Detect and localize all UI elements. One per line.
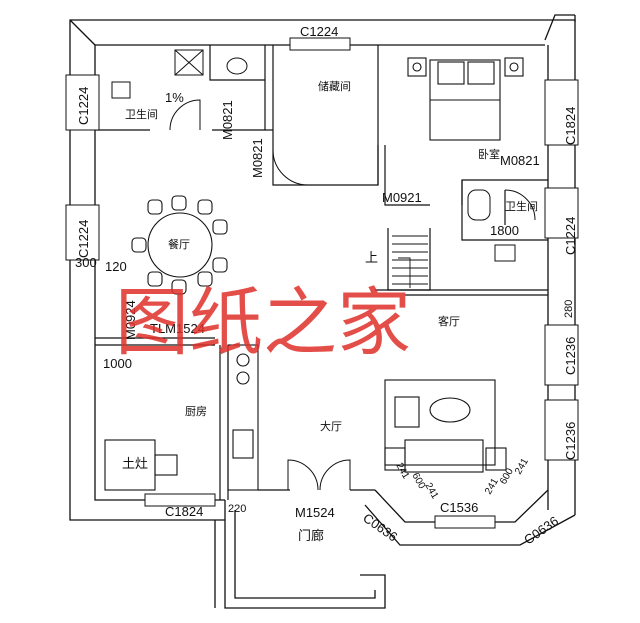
sofa-set [384, 379, 507, 473]
window-c1224-right: C1224 [563, 217, 578, 255]
window-c0636-left: C0636 [360, 510, 400, 544]
room-labels: 卫生间 储藏间 卧室 卫生间 餐厅 厨房 客厅 大厅 门廊 土灶 [122, 79, 538, 544]
window-c1236-right-a: C1236 [563, 337, 578, 375]
dim-300: 300 [75, 255, 97, 270]
window-c1824-bottom: C1824 [165, 504, 203, 519]
window-c1536-bottom: C1536 [440, 500, 478, 515]
window-c1224-left-top: C1224 [76, 87, 91, 125]
room-bathroom-2: 卫生间 [505, 199, 538, 213]
room-stove: 土灶 [122, 457, 148, 472]
bathroom-fixtures [111, 49, 516, 262]
dim-280: 280 [563, 300, 575, 318]
dining-table [131, 195, 228, 295]
window-c0636-right: C0636 [521, 513, 561, 547]
room-kitchen: 厨房 [185, 405, 207, 418]
door-m0821-bath: M0821 [220, 100, 235, 140]
dim-120: 120 [105, 259, 127, 274]
door-m0821-bedroom: M0821 [500, 153, 540, 168]
window-openings [65, 37, 579, 529]
window-tlm1524: TLM1524 [150, 321, 205, 336]
kitchen-counter [104, 344, 259, 491]
room-dining: 餐厅 [168, 237, 190, 251]
door-m0921: M0921 [382, 190, 422, 205]
dim-1000: 1000 [103, 356, 132, 371]
window-c1236-right-b: C1236 [563, 422, 578, 460]
room-hall: 大厅 [320, 419, 342, 433]
room-storage: 储藏间 [318, 79, 351, 93]
room-bedroom: 卧室 [478, 147, 500, 161]
window-c1224-top: C1224 [300, 24, 338, 39]
door-m1524: M1524 [295, 505, 335, 520]
room-porch: 门廊 [298, 528, 324, 544]
window-c1824-right: C1824 [563, 107, 578, 145]
staircase [392, 235, 428, 288]
label-slope: 1% [165, 90, 184, 105]
dim-220: 220 [228, 503, 246, 515]
bed [407, 57, 524, 141]
dim-241-right-b: 241 [513, 456, 531, 476]
window-c1224-left-mid: C1224 [76, 220, 91, 258]
dim-241-left-a: 241 [393, 461, 411, 481]
door-m0924: M0924 [123, 300, 138, 340]
label-up: 上 [365, 250, 378, 265]
interior-walls [95, 45, 548, 500]
room-bathroom-1: 卫生间 [125, 107, 158, 121]
door-m0821-storage: M0821 [250, 138, 265, 178]
watermark: 图纸之家 [115, 280, 411, 366]
dim-1800: 1800 [490, 223, 519, 238]
dim-241-left-b: 241 [422, 481, 440, 501]
doors [169, 99, 536, 491]
room-living: 客厅 [438, 314, 460, 328]
